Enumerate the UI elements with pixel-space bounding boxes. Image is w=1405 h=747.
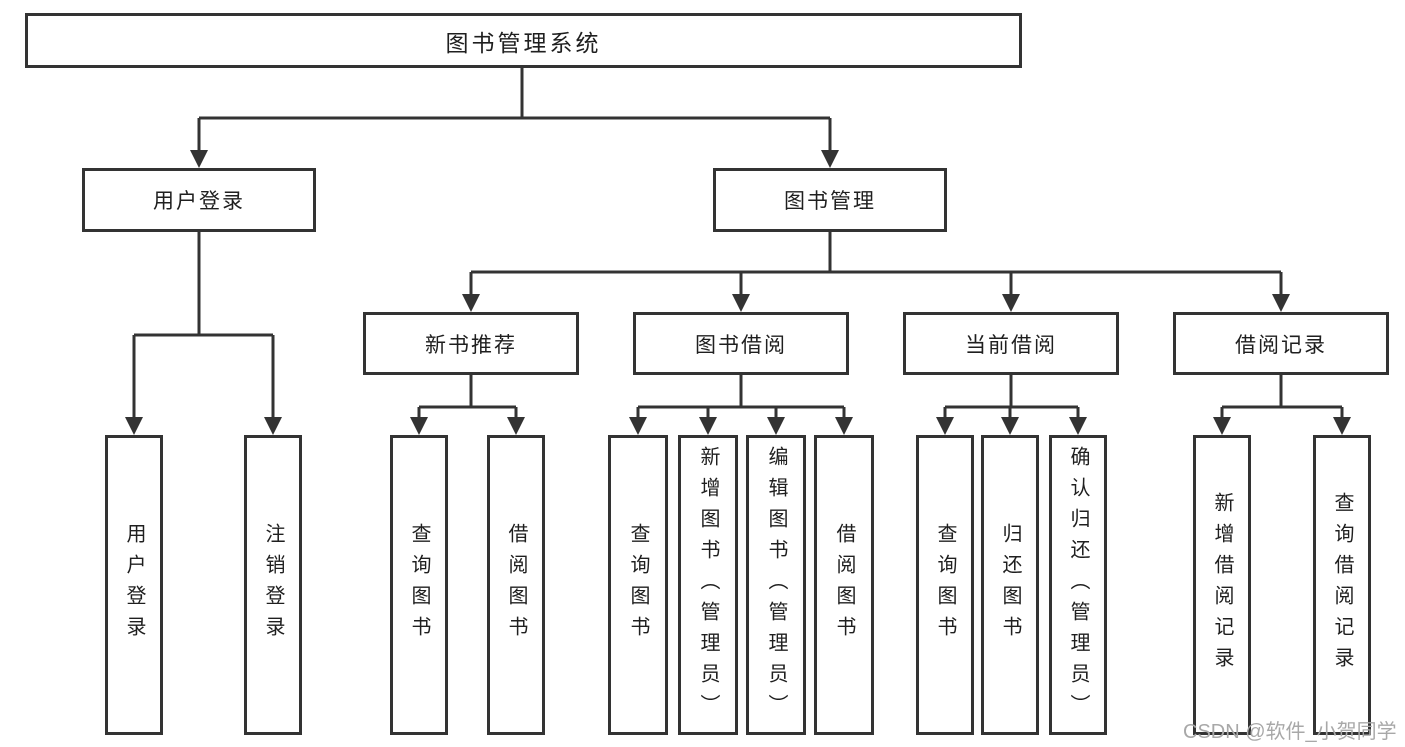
leaf-nbr-query-book-label: 查询图书 [408, 523, 430, 647]
node-book-management-label: 图书管理 [784, 190, 876, 213]
node-new-book-recommend: 新书推荐 [363, 312, 579, 375]
leaf-bb-query-book: 查询图书 [608, 435, 668, 735]
leaf-cb-query-book: 查询图书 [916, 435, 974, 735]
leaf-cb-confirm-return-label: 确认归还（管理员） [1067, 445, 1089, 725]
node-book-borrow: 图书借阅 [633, 312, 849, 375]
node-borrow-record: 借阅记录 [1173, 312, 1389, 375]
node-book-borrow-label: 图书借阅 [695, 333, 787, 357]
leaf-br-query-record-label: 查询借阅记录 [1331, 492, 1353, 678]
node-user-login: 用户登录 [82, 168, 316, 232]
leaf-cb-query-book-label: 查询图书 [934, 523, 956, 647]
leaf-cb-return-book-label: 归还图书 [999, 523, 1021, 647]
leaf-user-login: 用户登录 [105, 435, 163, 735]
node-current-borrow: 当前借阅 [903, 312, 1119, 375]
leaf-nbr-borrow-book: 借阅图书 [487, 435, 545, 735]
leaf-cb-confirm-return: 确认归还（管理员） [1049, 435, 1107, 735]
node-user-login-label: 用户登录 [153, 190, 245, 213]
leaf-user-login-label: 用户登录 [123, 523, 145, 647]
leaf-logout: 注销登录 [244, 435, 302, 735]
leaf-nbr-borrow-book-label: 借阅图书 [505, 523, 527, 647]
node-book-management: 图书管理 [713, 168, 947, 232]
leaf-br-add-record: 新增借阅记录 [1193, 435, 1251, 735]
node-root-label: 图书管理系统 [445, 29, 602, 56]
leaf-bb-query-book-label: 查询图书 [627, 523, 649, 647]
leaf-bb-edit-book: 编辑图书（管理员） [746, 435, 806, 735]
leaf-bb-add-book-label: 新增图书（管理员） [697, 445, 719, 725]
node-borrow-record-label: 借阅记录 [1235, 333, 1327, 357]
leaf-logout-label: 注销登录 [262, 523, 284, 647]
node-root: 图书管理系统 [25, 13, 1022, 68]
leaf-br-add-record-label: 新增借阅记录 [1211, 492, 1233, 678]
arrowheads [125, 150, 1351, 435]
leaf-bb-edit-book-label: 编辑图书（管理员） [765, 445, 787, 725]
leaf-bb-borrow-book: 借阅图书 [814, 435, 874, 735]
leaf-bb-borrow-book-label: 借阅图书 [833, 523, 855, 647]
node-new-book-recommend-label: 新书推荐 [425, 333, 517, 357]
leaf-cb-return-book: 归还图书 [981, 435, 1039, 735]
leaf-nbr-query-book: 查询图书 [390, 435, 448, 735]
leaf-bb-add-book: 新增图书（管理员） [678, 435, 738, 735]
node-current-borrow-label: 当前借阅 [965, 333, 1057, 357]
csdn-watermark: CSDN @软件_小贺同学 [1183, 721, 1397, 743]
leaf-br-query-record: 查询借阅记录 [1313, 435, 1371, 735]
